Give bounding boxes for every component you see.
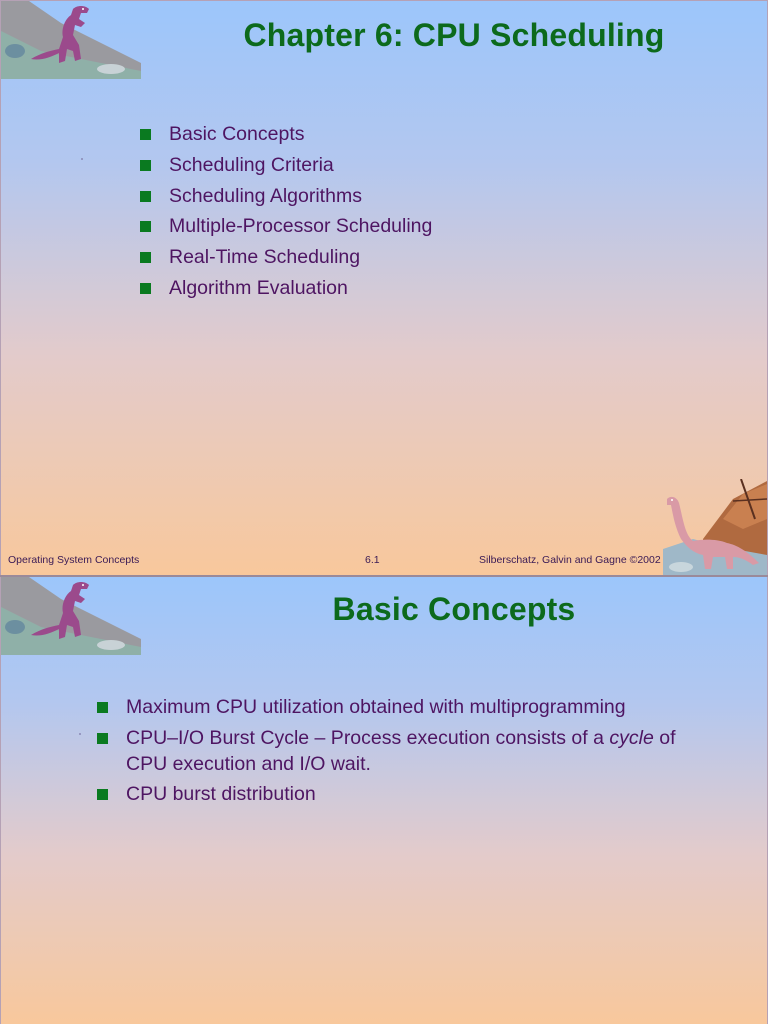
list-item: Real-Time Scheduling [140, 244, 432, 270]
dinosaur-trex-icon [1, 577, 141, 655]
footer-course: Operating System Concepts [8, 554, 140, 566]
bullet-square-icon [140, 252, 151, 264]
bullet-square-icon [140, 282, 151, 294]
list-item: Basic Concepts [140, 121, 432, 147]
bullet-list: Maximum CPU utilization obtained with mu… [97, 694, 697, 812]
page-title: Chapter 6: CPU Scheduling [243, 17, 665, 53]
slide-divider [0, 575, 768, 577]
bullet-square-icon [140, 159, 151, 171]
bullet-square-icon [97, 732, 108, 744]
bullet-square-icon [97, 702, 108, 713]
bullet-square-icon [140, 129, 151, 140]
list-item: CPU–I/O Burst Cycle – Process execution … [97, 725, 697, 777]
list-item: CPU burst distribution [97, 781, 697, 807]
bullet-square-icon [140, 190, 151, 202]
list-item: Scheduling Algorithms [140, 183, 432, 209]
decorative-dot [81, 158, 83, 160]
decorative-dot [79, 733, 81, 735]
bullet-square-icon [140, 221, 151, 233]
list-item: Maximum CPU utilization obtained with mu… [97, 694, 697, 720]
page-title: Basic Concepts [332, 591, 576, 627]
footer-page-number: 6.1 [365, 554, 380, 566]
slide-1: Chapter 6: CPU Scheduling Basic Concepts… [0, 0, 768, 575]
dinosaur-brontosaurus-icon [663, 479, 767, 575]
list-item: Algorithm Evaluation [140, 275, 432, 301]
bullet-square-icon [97, 789, 108, 800]
list-item: Multiple-Processor Scheduling [140, 213, 432, 239]
bullet-list: Basic Concepts Scheduling Criteria Sched… [140, 121, 432, 306]
footer-copyright: Silberschatz, Galvin and Gagne ©2002 [479, 554, 661, 566]
list-item: Scheduling Criteria [140, 152, 432, 178]
dinosaur-trex-icon [1, 1, 141, 79]
slide-2: Basic Concepts Maximum CPU utilization o… [0, 577, 768, 1024]
